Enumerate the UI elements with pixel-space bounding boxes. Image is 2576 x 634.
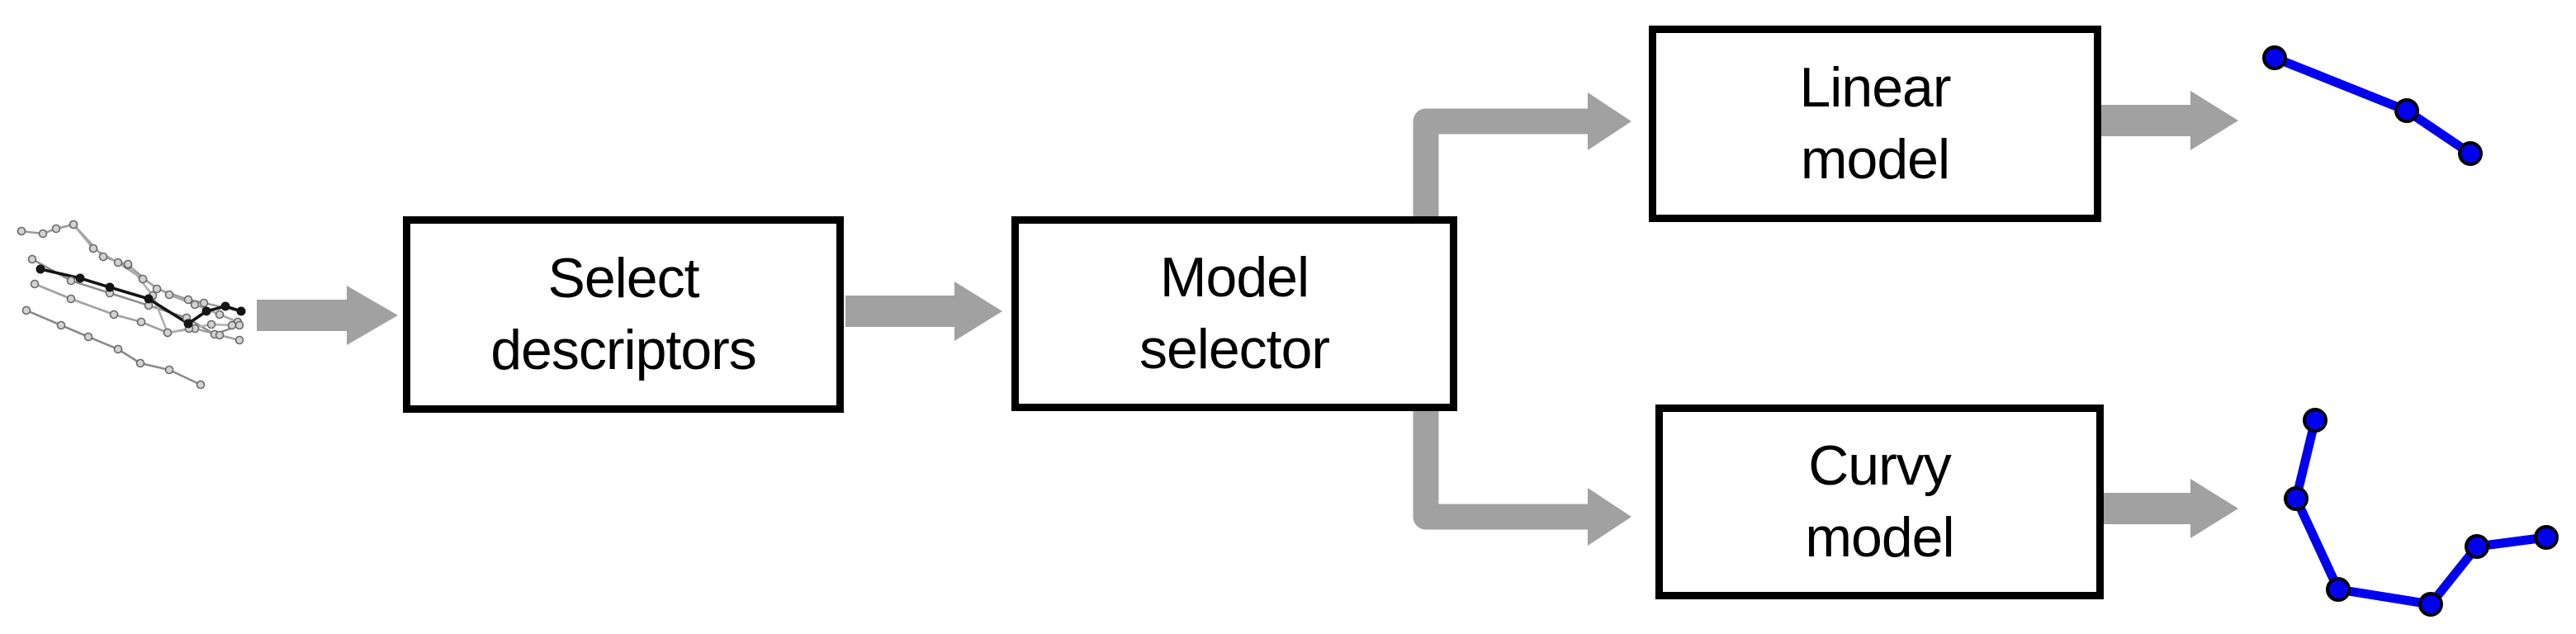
node-linear-model-label: Linear model (1799, 55, 1951, 191)
curvy-output-plot (2284, 408, 2559, 617)
arrow-model-to-linear-head (1588, 92, 1631, 150)
node-select-descriptors-label: Select descriptors (490, 246, 757, 381)
node-model-selector: Model selector (1011, 216, 1457, 411)
node-select-descriptors: Select descriptors (403, 216, 844, 413)
node-curvy-model: Curvy model (1655, 405, 2104, 599)
node-model-selector-label: Model selector (1139, 245, 1330, 381)
arrow-linear-to-output (2097, 91, 2238, 150)
arrow-input-to-select (257, 286, 398, 345)
node-curvy-model-label: Curvy model (1805, 433, 1954, 569)
linear-output-plot (2262, 45, 2483, 166)
arrow-select-to-model (845, 282, 1002, 341)
arrow-model-to-linear-elbow (1413, 108, 1589, 221)
node-linear-model: Linear model (1649, 26, 2101, 222)
arrow-model-to-curvy-head (1588, 488, 1631, 546)
arrow-curvy-to-output (2100, 479, 2238, 538)
input-scatter-plot (17, 220, 246, 390)
arrow-model-to-curvy-elbow (1413, 406, 1589, 530)
